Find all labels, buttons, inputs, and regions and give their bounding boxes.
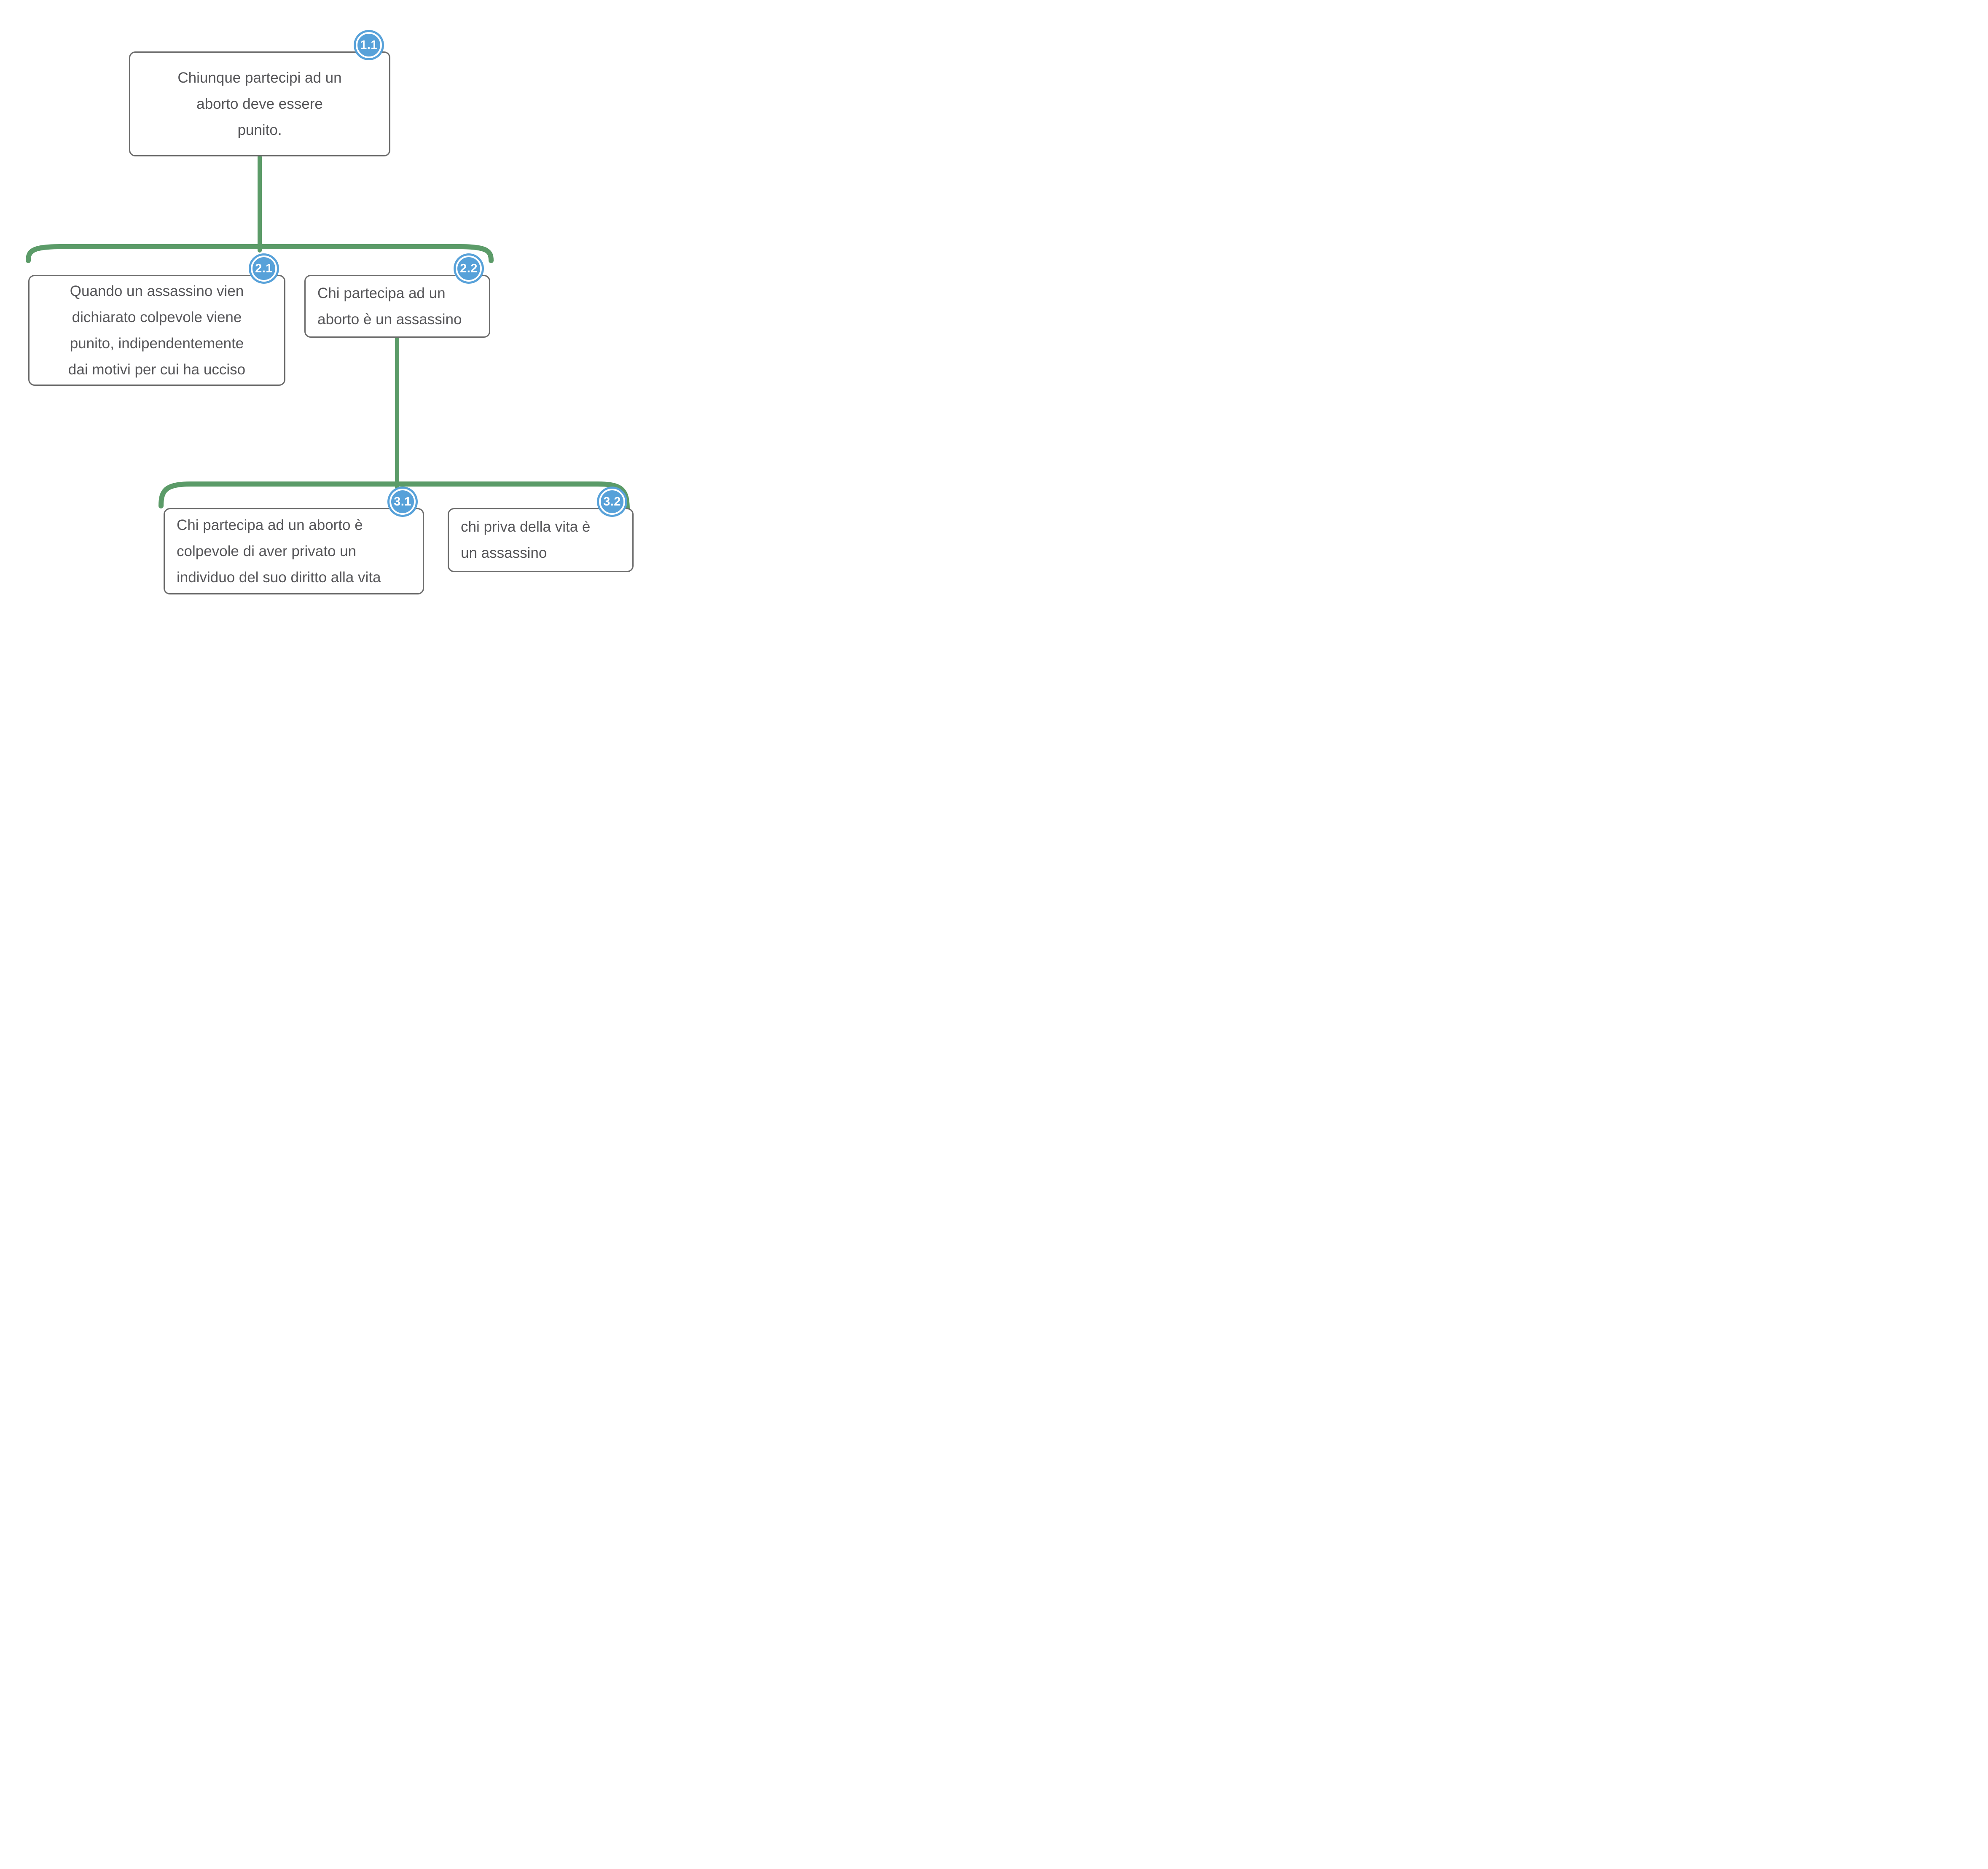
claim-text-2-2: Chi partecipa ad un aborto è un assassin… bbox=[306, 280, 489, 333]
claim-line: individuo del suo diritto alla vita bbox=[177, 569, 381, 586]
claim-line: dai motivi per cui ha ucciso bbox=[68, 361, 246, 378]
claim-line: Chiunque partecipi ad un bbox=[177, 69, 342, 86]
badge-1-1[interactable]: 1.1 bbox=[354, 30, 384, 60]
claim-box-2-1[interactable]: 2.1 Quando un assassino vien dichiarato … bbox=[28, 253, 285, 386]
claim-box-1-1[interactable]: 1.1 Chiunque partecipi ad un aborto deve… bbox=[129, 30, 390, 156]
badge-label-1-1: 1.1 bbox=[360, 38, 378, 52]
claim-line: chi priva della vita è bbox=[461, 519, 591, 535]
claim-box-3-2[interactable]: 3.2 chi priva della vita è un assassino bbox=[448, 487, 634, 572]
badge-label-2-1: 2.1 bbox=[255, 261, 273, 275]
claim-text-2-1: Quando un assassino vien dichiarato colp… bbox=[30, 278, 284, 383]
claim-line: Chi partecipa ad un bbox=[317, 285, 446, 301]
badge-label-3-2: 3.2 bbox=[603, 495, 621, 508]
claim-line: aborto deve essere bbox=[196, 95, 323, 112]
claim-line: dichiarato colpevole viene bbox=[72, 309, 242, 325]
badge-label-3-1: 3.1 bbox=[394, 495, 411, 508]
badge-2-2[interactable]: 2.2 bbox=[454, 253, 484, 284]
claim-text-3-2: chi priva della vita è un assassino bbox=[449, 514, 632, 566]
claim-line: aborto è un assassino bbox=[317, 311, 462, 328]
claim-line: Chi partecipa ad un aborto è bbox=[177, 516, 363, 533]
claim-line: punito. bbox=[237, 121, 282, 138]
claim-text-1-1: Chiunque partecipi ad un aborto deve ess… bbox=[130, 65, 389, 143]
argument-map: 1.1 Chiunque partecipi ad un aborto deve… bbox=[0, 0, 663, 623]
claim-line: punito, indipendentemente bbox=[70, 335, 244, 352]
badge-3-1[interactable]: 3.1 bbox=[387, 487, 418, 517]
badge-3-2[interactable]: 3.2 bbox=[597, 487, 627, 517]
claim-box-3-1[interactable]: 3.1 Chi partecipa ad un aborto è colpevo… bbox=[164, 487, 424, 594]
badge-2-1[interactable]: 2.1 bbox=[249, 253, 279, 284]
claim-box-2-2[interactable]: 2.2 Chi partecipa ad un aborto è un assa… bbox=[304, 253, 490, 338]
claim-line: colpevole di aver privato un bbox=[177, 543, 357, 559]
badge-label-2-2: 2.2 bbox=[460, 261, 478, 275]
claim-line: Quando un assassino vien bbox=[70, 282, 244, 299]
claim-line: un assassino bbox=[461, 545, 547, 561]
claim-text-3-1: Chi partecipa ad un aborto è colpevole d… bbox=[165, 512, 423, 591]
